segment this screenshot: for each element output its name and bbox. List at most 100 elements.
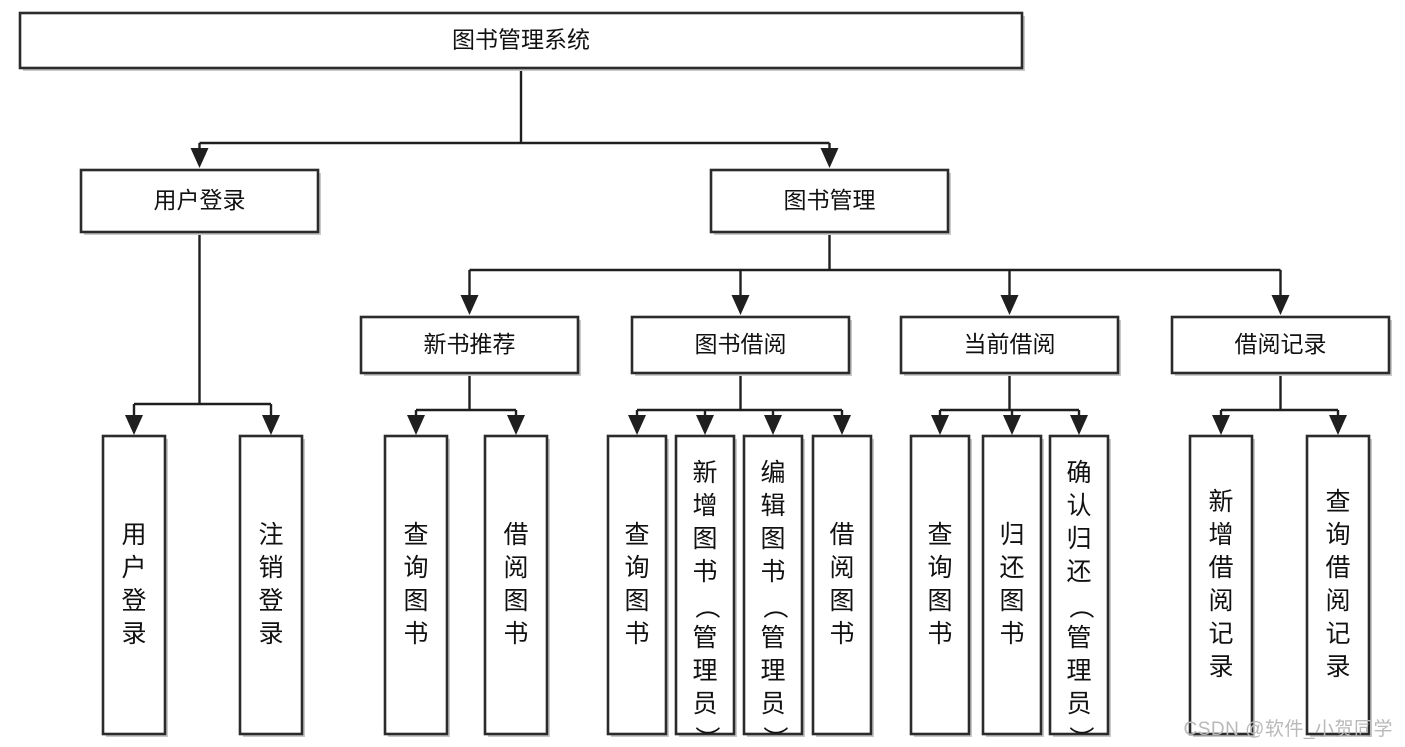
leaf-label-char: 增 — [1208, 521, 1233, 549]
leaf-label-char: 员 — [1066, 690, 1091, 718]
arrowhead-icon — [1329, 415, 1347, 435]
watermark-text: CSDN @软件_小贺同学 — [1183, 719, 1393, 740]
level3-box[interactable] — [899, 315, 1120, 375]
level3-box[interactable] — [359, 315, 580, 375]
arrowhead-icon — [507, 415, 525, 435]
level2-box[interactable] — [79, 168, 320, 234]
leaf-box[interactable] — [1305, 434, 1371, 736]
leaf-label-char: 还 — [1066, 558, 1091, 586]
leaf-label-char: 书 — [503, 620, 528, 648]
leaf-box[interactable] — [383, 434, 449, 736]
leaf-box[interactable] — [742, 434, 804, 736]
level3-label: 当前借阅 — [964, 331, 1056, 357]
level2-box[interactable] — [709, 168, 950, 234]
leaf-label-char: 注 — [258, 521, 283, 549]
leaf-label-char: 书 — [999, 620, 1024, 648]
arrowhead-icon — [696, 415, 714, 435]
level2-label: 用户登录 — [154, 187, 246, 213]
root-node[interactable]: 图书管理系统 — [18, 11, 1025, 71]
leaf-box[interactable] — [101, 434, 167, 736]
leaf-label-char: 确 — [1066, 459, 1091, 487]
level3-box[interactable] — [630, 315, 851, 375]
leaf-label-char: 新 — [1208, 488, 1233, 516]
level2-node[interactable]: 用户登录 — [79, 168, 321, 235]
leaf-label-char: 阅 — [503, 554, 528, 582]
arrowhead-icon — [931, 415, 949, 435]
arrowhead-icon — [1003, 415, 1021, 435]
level3-box[interactable] — [1170, 315, 1391, 375]
leaf-label-char: 图 — [927, 587, 952, 615]
leaf-label-char: 归 — [1066, 525, 1091, 553]
leaf-label-char: 询 — [1325, 521, 1350, 549]
leaf-label-char: 记 — [1208, 620, 1233, 648]
leaf-box[interactable] — [981, 434, 1043, 736]
leaf-box[interactable] — [238, 434, 304, 736]
arrowhead-icon — [764, 415, 782, 435]
level3-node[interactable]: 当前借阅 — [899, 315, 1121, 376]
leaf-box[interactable] — [1188, 434, 1254, 736]
level3-node[interactable]: 借阅记录 — [1170, 315, 1392, 376]
leaf-label-char: 图 — [503, 587, 528, 615]
leaf-box[interactable] — [483, 434, 549, 736]
leaf-label-char: 员 — [760, 690, 785, 718]
leaf-label-char: 查 — [624, 521, 649, 549]
arrowhead-icon — [731, 295, 750, 315]
leaf-label-char: 登 — [121, 587, 146, 615]
leaf-node[interactable]: 用户登录 — [101, 434, 168, 737]
node-layer: 图书管理系统用户登录图书管理新书推荐图书借阅当前借阅借阅记录用户登录注销登录查询… — [18, 11, 1392, 747]
leaf-label-char: 询 — [624, 554, 649, 582]
leaf-label-char: 新 — [692, 459, 717, 487]
leaf-label-char: 管 — [1066, 624, 1091, 652]
level3-node[interactable]: 新书推荐 — [359, 315, 581, 376]
leaf-label-char: 书 — [927, 620, 952, 648]
leaf-label-char: 员 — [692, 690, 717, 718]
level2-node[interactable]: 图书管理 — [709, 168, 951, 235]
leaf-label-char: 书 — [403, 620, 428, 648]
arrowhead-icon — [628, 415, 646, 435]
leaf-box[interactable] — [606, 434, 668, 736]
leaf-label-char: （ — [692, 594, 720, 619]
leaf-label-char: 理 — [692, 657, 717, 685]
arrowhead-icon — [820, 148, 839, 168]
root-box[interactable] — [18, 11, 1024, 70]
leaf-label-char: 书 — [760, 558, 785, 586]
arrowhead-icon — [460, 295, 479, 315]
leaf-label-char: 辑 — [760, 492, 785, 520]
leaf-label-char: 询 — [927, 554, 952, 582]
leaf-box[interactable] — [909, 434, 971, 736]
arrowhead-icon — [125, 415, 143, 435]
leaf-label-char: 书 — [692, 558, 717, 586]
leaf-label-char: （ — [760, 594, 788, 619]
leaf-box[interactable] — [674, 434, 736, 736]
leaf-label-char: 户 — [121, 554, 146, 582]
leaf-label-char: 书 — [624, 620, 649, 648]
level3-node[interactable]: 图书借阅 — [630, 315, 852, 376]
leaf-label-char: 录 — [1208, 653, 1233, 681]
leaf-box[interactable] — [1048, 434, 1110, 736]
leaf-label-char: 理 — [1066, 657, 1091, 685]
leaf-label-char: ） — [1066, 726, 1094, 747]
leaf-label-char: 查 — [403, 521, 428, 549]
leaf-label-char: 图 — [829, 587, 854, 615]
leaf-label-char: 登 — [258, 587, 283, 615]
leaf-box[interactable] — [811, 434, 873, 736]
leaf-label-char: 询 — [403, 554, 428, 582]
